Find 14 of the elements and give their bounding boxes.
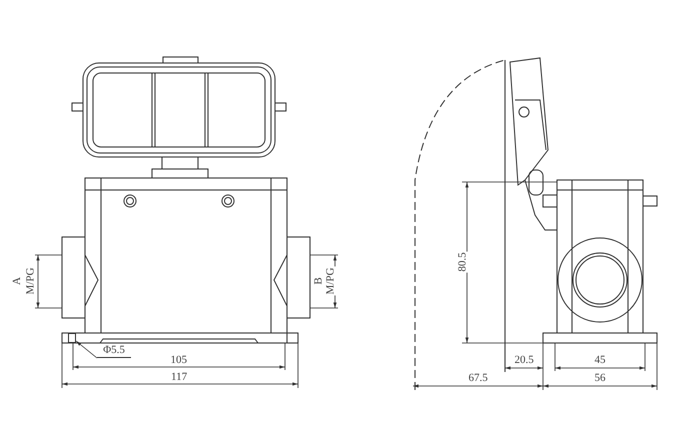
dimension-value: 80.5 <box>456 251 468 273</box>
view-label: A <box>10 276 23 286</box>
view-label: B <box>312 276 324 286</box>
dimension-value: 20.5 <box>514 354 535 366</box>
mounting-hole <box>68 333 76 343</box>
thread-label: M/PG <box>324 266 336 296</box>
dimension-value: 67.5 <box>468 372 489 384</box>
dimension-value: 56 <box>594 372 606 384</box>
leader-line <box>76 340 98 358</box>
dimension-value: 45 <box>594 354 606 366</box>
thread-label: M/PG <box>24 266 36 296</box>
dimension-value: Φ5.5 <box>97 344 131 358</box>
dimension-value: 105 <box>170 354 188 366</box>
dimension-value: 117 <box>170 371 188 383</box>
